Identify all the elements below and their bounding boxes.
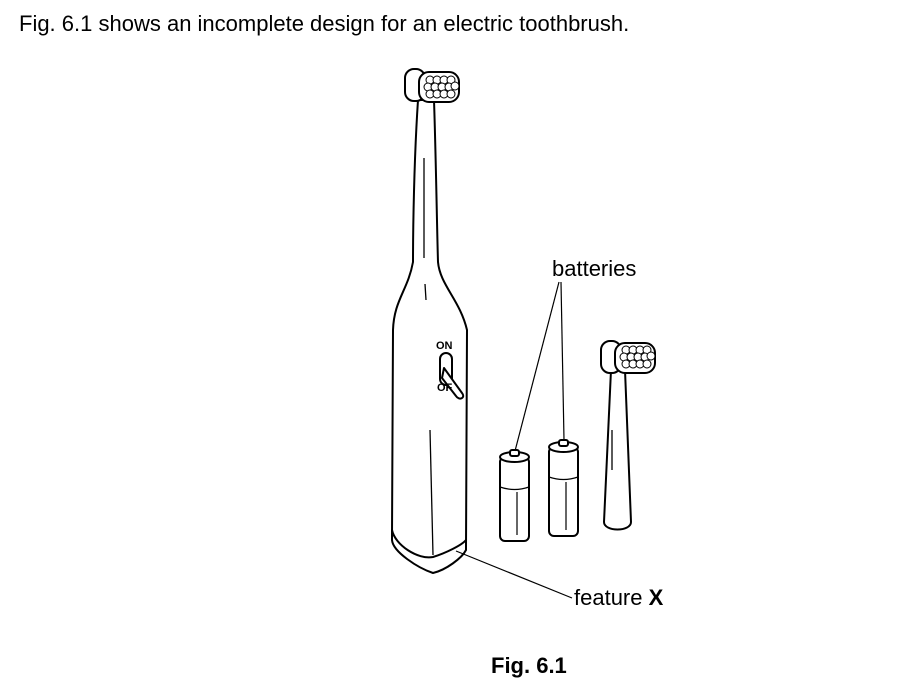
figure-caption: Fig. 6.1: [491, 653, 567, 678]
feature-x-letter: X: [648, 585, 664, 610]
batteries-leader-right: [560, 281, 565, 441]
handle-base: [391, 529, 467, 574]
intro-text: Fig. 6.1 shows an incomplete design for …: [19, 11, 630, 36]
spare-brush-head: [600, 340, 656, 531]
switch-on-text: ON: [436, 340, 453, 352]
batteries-leader-left: [514, 281, 560, 452]
battery-left: [499, 449, 530, 542]
feature-x-prefix: feature: [574, 585, 649, 610]
brush-head-main: [404, 68, 460, 103]
feature-x-label: feature X: [574, 585, 663, 611]
batteries-label: batteries: [552, 256, 637, 281]
battery-right: [548, 439, 579, 537]
switch-off-text: OF: [437, 382, 453, 394]
on-off-switch: [439, 352, 465, 400]
toothbrush-handle: [391, 99, 468, 574]
feature-x-leader: [455, 550, 573, 599]
